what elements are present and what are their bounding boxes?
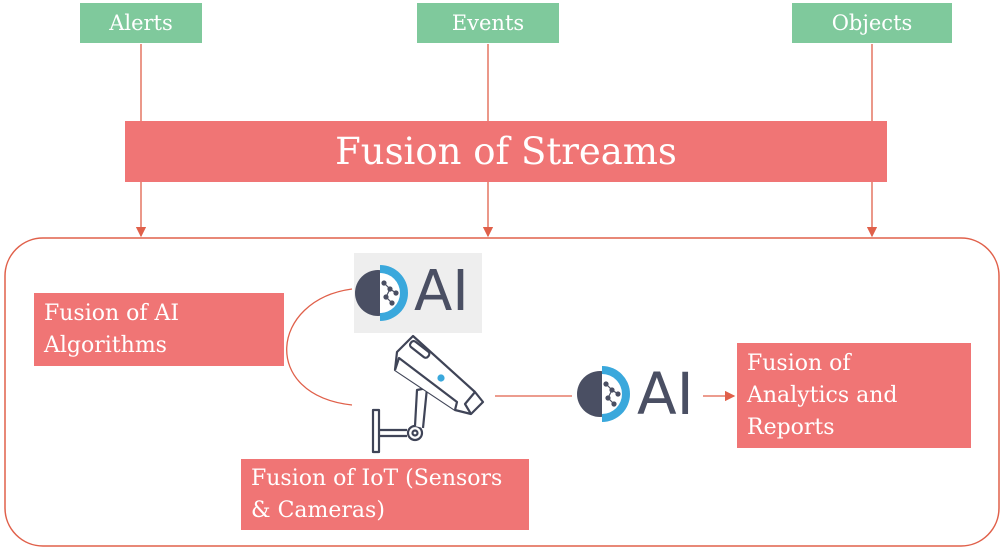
ai-algorithms-line1: Fusion of AI: [44, 301, 180, 326]
analytics-line2: Analytics and: [747, 383, 898, 408]
fusion-of-streams-banner: Fusion of Streams: [125, 121, 887, 182]
objects-label: Objects: [792, 3, 952, 43]
security-camera-icon: [371, 334, 485, 454]
system-frame: [4, 237, 1000, 547]
ai-brain-icon: [577, 366, 630, 422]
iot-line2: & Cameras): [251, 498, 385, 523]
ai-logo-top: AI: [354, 253, 482, 333]
ai-brain-icon: [355, 265, 408, 321]
ai-logo-right: AI: [573, 352, 703, 436]
events-label: Events: [417, 3, 559, 43]
fusion-iot-box: Fusion of IoT (Sensors & Cameras): [241, 459, 529, 530]
ai-algorithms-line2: Algorithms: [44, 333, 167, 358]
alerts-label: Alerts: [80, 3, 202, 43]
fusion-analytics-box: Fusion of Analytics and Reports: [737, 343, 971, 448]
fusion-ai-algorithms-box: Fusion of AI Algorithms: [34, 293, 284, 366]
iot-line1: Fusion of IoT (Sensors: [251, 466, 503, 491]
analytics-line1: Fusion of: [747, 351, 851, 376]
analytics-line3: Reports: [747, 415, 835, 440]
ai-logo-right-text: AI: [637, 360, 694, 428]
ai-algorithms-arc: [286, 288, 353, 406]
ai-logo-top-text: AI: [414, 259, 469, 324]
